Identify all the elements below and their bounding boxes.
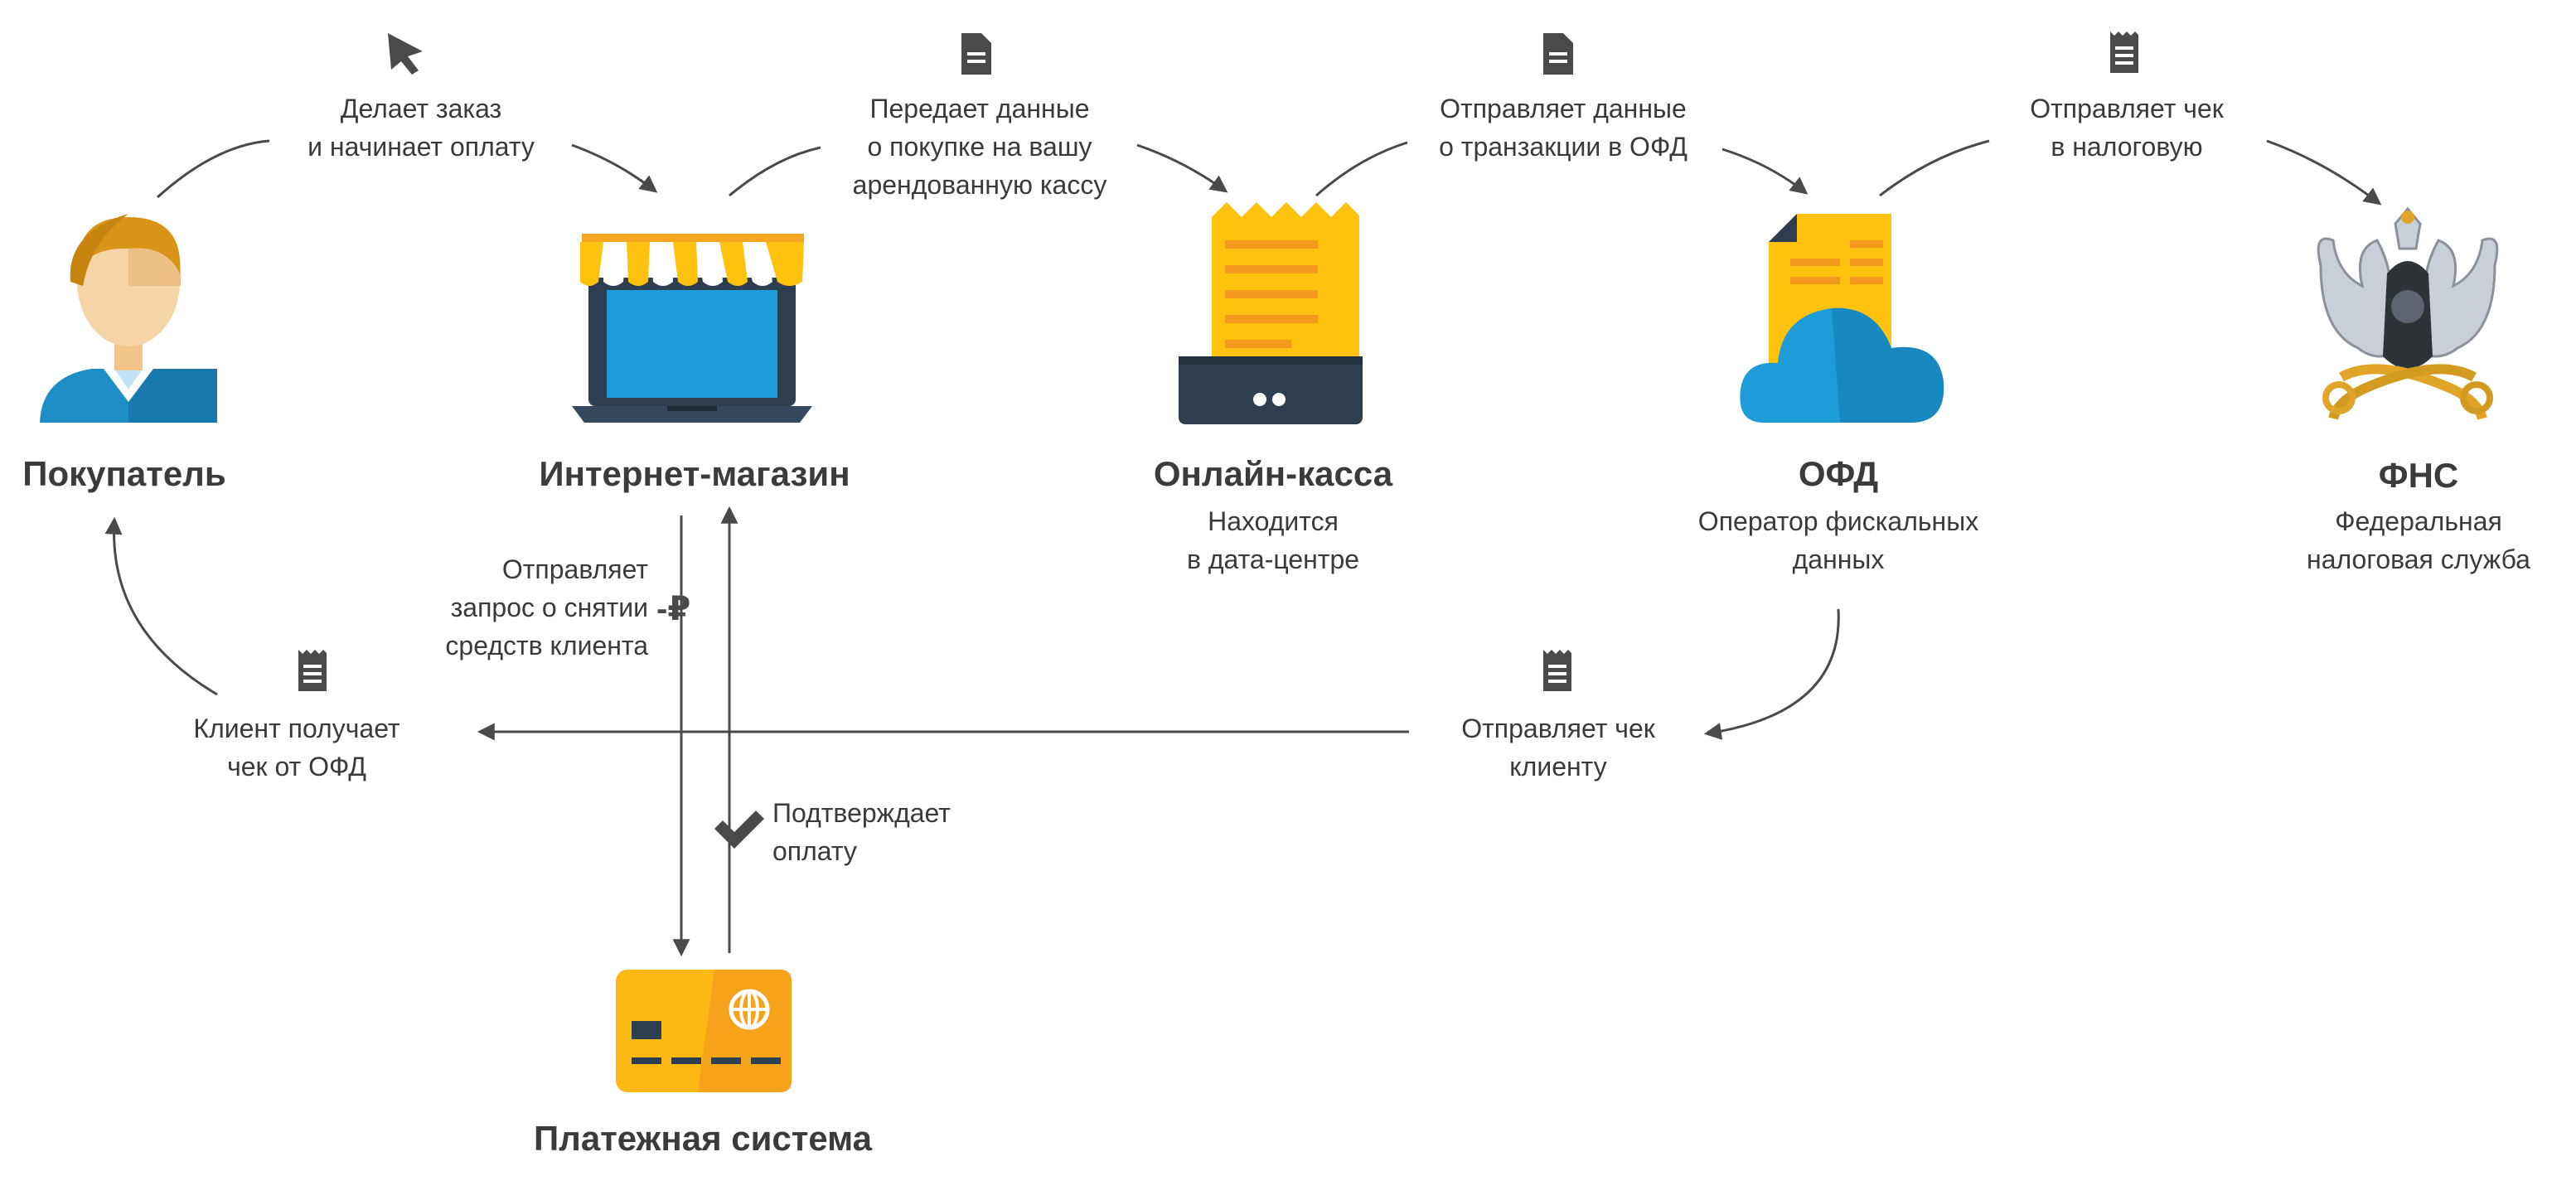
step-label-transfer: Передает данные о покупке на вашу арендо… xyxy=(852,94,1107,200)
step-label-order: Делает заказ и начинает оплату xyxy=(307,94,535,162)
arrow-ofd-down xyxy=(1703,608,1840,740)
ruble-minus-icon: -₽ xyxy=(656,591,691,627)
cursor-icon xyxy=(388,33,423,75)
arrow-to-tax-head xyxy=(2266,139,2382,206)
document-icon xyxy=(1543,33,1573,75)
arrow-transfer-head xyxy=(1136,143,1228,193)
node-title-kassa: Онлайн-касса xyxy=(1153,454,1393,493)
person-avatar-icon xyxy=(40,214,217,423)
step-label-to-tax: Отправляет чек в налоговую xyxy=(2030,94,2224,162)
node-subtitle-kassa: Находится в дата-центре xyxy=(1186,506,1360,574)
node-title-payment: Платежная система xyxy=(533,1119,873,1158)
receipt-icon xyxy=(2110,31,2138,73)
node-title-ofd: ОФД xyxy=(1798,454,1879,493)
arrow-to-tax xyxy=(1879,139,1990,197)
laptop-store-icon xyxy=(572,234,812,423)
coat-of-arms-icon xyxy=(2317,206,2499,420)
arrow-client-up xyxy=(104,516,218,696)
checkmark-icon xyxy=(714,810,764,849)
credit-card-icon xyxy=(616,970,792,1092)
arrow-to-ofd xyxy=(1315,141,1408,197)
cloud-document-icon xyxy=(1740,214,1944,423)
node-title-shop: Интернет-магазин xyxy=(539,454,850,493)
arrow-to-ofd-head xyxy=(1721,148,1809,195)
step-label-to-ofd: Отправляет данные о транзакции в ОФД xyxy=(1439,94,1687,162)
cash-register-icon xyxy=(1179,202,1363,424)
step-label-client-gets: Клиент получает чек от ОФД xyxy=(193,714,400,781)
node-title-buyer: Покупатель xyxy=(22,454,226,493)
node-title-fns: ФНС xyxy=(2378,456,2459,495)
document-icon xyxy=(961,33,991,75)
step-label-request: Отправляет запрос о снятии средств клиен… xyxy=(445,554,648,660)
step-label-confirm: Подтверждает оплату xyxy=(772,798,951,866)
node-subtitle-ofd: Оператор фискальных данных xyxy=(1697,506,1979,574)
receipt-icon xyxy=(1543,650,1571,691)
receipt-icon xyxy=(298,650,327,691)
arrow-transfer xyxy=(729,146,821,197)
node-subtitle-fns: Федеральная налоговая служба xyxy=(2307,506,2530,574)
step-label-to-client: Отправляет чек клиенту xyxy=(1461,714,1655,781)
arrow-order-head xyxy=(571,143,658,193)
arrow-order xyxy=(156,139,270,199)
